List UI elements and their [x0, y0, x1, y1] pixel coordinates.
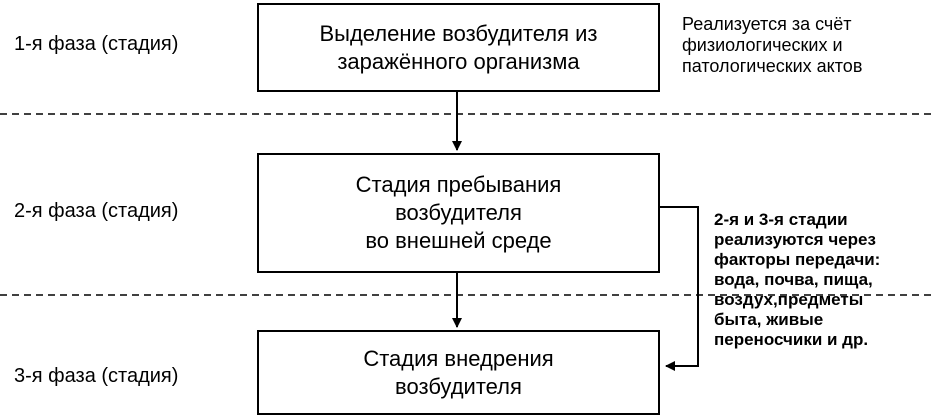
note-stage23: 2-я и 3-я стадии реализуются через факто…: [714, 210, 880, 350]
note-stage23-line-2: реализуются через: [714, 230, 876, 249]
note-stage1-line-1: Реализуется за счёт: [682, 14, 852, 34]
stage-1-line-1: Выделение возбудителя из: [319, 20, 598, 46]
stage-box-3: Стадия внедрения возбудителя: [257, 330, 660, 415]
stage-2-line-1: Стадия пребывания: [355, 172, 562, 197]
stage-2-line-3: во внешней среде: [365, 228, 552, 253]
note-stage23-line-3: факторы передачи:: [714, 250, 881, 269]
note-stage23-line-6: быта, живые: [714, 310, 824, 329]
stage-box-2: Стадия пребывания возбудителя во внешней…: [257, 153, 660, 273]
stage-2-line-2: возбудителя: [395, 200, 522, 225]
phase-label-1: 1-я фаза (стадия): [14, 33, 179, 55]
note-stage1-line-3: патологических актов: [682, 56, 863, 76]
note-stage23-line-1: 2-я и 3-я стадии: [714, 210, 848, 229]
phase-label-3: 3-я фаза (стадия): [14, 365, 179, 387]
bracket-stage2-to-stage3: [660, 206, 699, 371]
note-stage1-line-2: физиологических и: [682, 35, 843, 55]
phase-label-2: 2-я фаза (стадия): [14, 200, 179, 222]
note-stage23-line-4: вода, почва, пища,: [714, 270, 873, 289]
stage-3-line-2: возбудителя: [395, 373, 522, 399]
stage-3-line-1: Стадия внедрения: [363, 345, 554, 371]
stage-box-1: Выделение возбудителя из заражённого орг…: [257, 3, 660, 92]
note-stage1: Реализуется за счёт физиологических и па…: [682, 14, 862, 77]
note-stage23-line-7: переносчики и др.: [714, 330, 869, 349]
note-stage23-line-5: воздух,предметы: [714, 290, 864, 309]
stage-1-line-2: заражённого организма: [337, 48, 580, 74]
